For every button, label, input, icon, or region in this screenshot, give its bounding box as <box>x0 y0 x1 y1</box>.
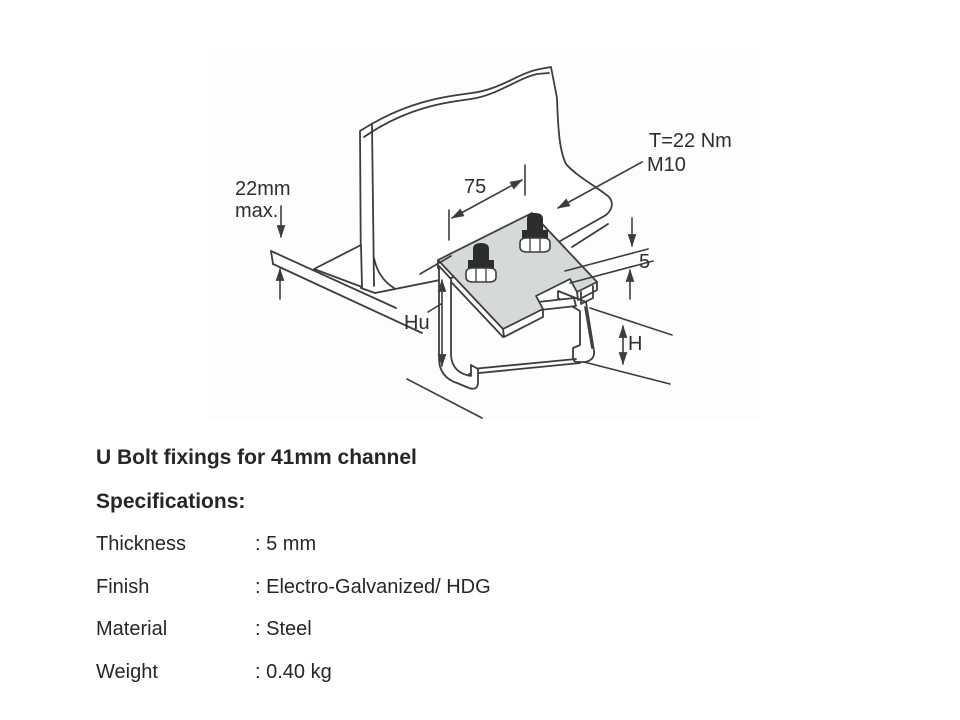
spec-value-weight: : 0.40 kg <box>255 660 332 683</box>
dim-hu-ext-top <box>419 255 452 275</box>
spec-row-weight: Weight : 0.40 kg <box>96 661 491 704</box>
dim-h-ext-bottom <box>583 361 671 385</box>
spec-row-material: Material : Steel <box>96 618 491 661</box>
bracket-plate-top <box>437 212 598 330</box>
dim-75-line <box>451 179 523 219</box>
bolt-right-nut-facets <box>529 238 541 252</box>
spec-value-material: : Steel <box>255 618 312 640</box>
label-flange-clearance-line2: max. <box>235 200 278 222</box>
channel-bottom-edge <box>468 362 581 375</box>
dim-5-ext-upper <box>564 248 649 272</box>
torque-leader-line <box>557 161 643 209</box>
dim-h-ext-top <box>589 307 673 336</box>
label-flange-clearance-line1: 22mm <box>235 178 291 200</box>
label-bolt-spacing: 75 <box>464 176 486 198</box>
spec-row-finish: Finish : Electro-Galvanized/ HDG <box>96 576 491 619</box>
product-title: U Bolt fixings for 41mm channel <box>96 446 417 469</box>
beam-flange-bottom-edge <box>272 263 423 334</box>
bracket-plate-thickness-right <box>576 282 598 301</box>
label-torque: T=22 Nm <box>649 130 732 152</box>
label-channel-height: H <box>628 333 642 355</box>
bolt-left-nut-facets <box>475 268 487 282</box>
channel-bottom-lip-line <box>471 358 577 370</box>
channel-lip-in-notch <box>537 297 577 311</box>
beam-flange-near-edge-parallel <box>571 223 609 248</box>
bolt-left-nut <box>465 267 497 283</box>
spec-label-finish: Finish <box>96 575 150 598</box>
beam-flange-tip <box>270 250 274 265</box>
bolt-right-nut <box>519 237 551 253</box>
bracket-group <box>437 212 598 390</box>
spec-value-thickness: : 5 mm <box>255 533 317 555</box>
channel-end-inner-line <box>584 306 593 349</box>
beam-flange-top-edge <box>270 250 397 309</box>
bolt-right <box>519 213 551 253</box>
bracket-plate-thickness-front <box>502 309 544 338</box>
spec-label-material: Material <box>96 618 168 640</box>
dim-5-ext-lower <box>569 260 654 284</box>
spec-value-finish: : Electro-Galvanized/ HDG <box>255 575 491 598</box>
dim-hu-ext-bottom <box>406 378 483 419</box>
label-plate-thickness: 5 <box>639 251 650 273</box>
bolt-right-stud <box>527 213 543 233</box>
dimensions-group <box>275 161 673 419</box>
u-bolt-fixing-diagram: 22mm max. 75 T=22 Nm M10 Hu 5 H <box>235 66 732 419</box>
spec-row-thickness: Thickness : 5 mm <box>96 533 491 576</box>
bolt-left-stud <box>473 243 489 263</box>
bracket-front-leg <box>438 265 479 390</box>
bolt-left <box>465 243 497 283</box>
label-bolt-size: M10 <box>647 154 686 176</box>
beam-web-break-inner-line <box>363 72 550 138</box>
specifications-heading: Specifications: <box>96 490 246 513</box>
specifications-table: Thickness : 5 mm Finish : Electro-Galvan… <box>96 533 491 703</box>
spec-label-weight: Weight <box>96 660 158 683</box>
beam-gusset-right-fillet <box>373 257 395 289</box>
spec-label-thickness: Thickness <box>96 533 187 555</box>
label-beam-height: Hu <box>404 312 430 334</box>
beam-gusset-left <box>313 244 363 288</box>
